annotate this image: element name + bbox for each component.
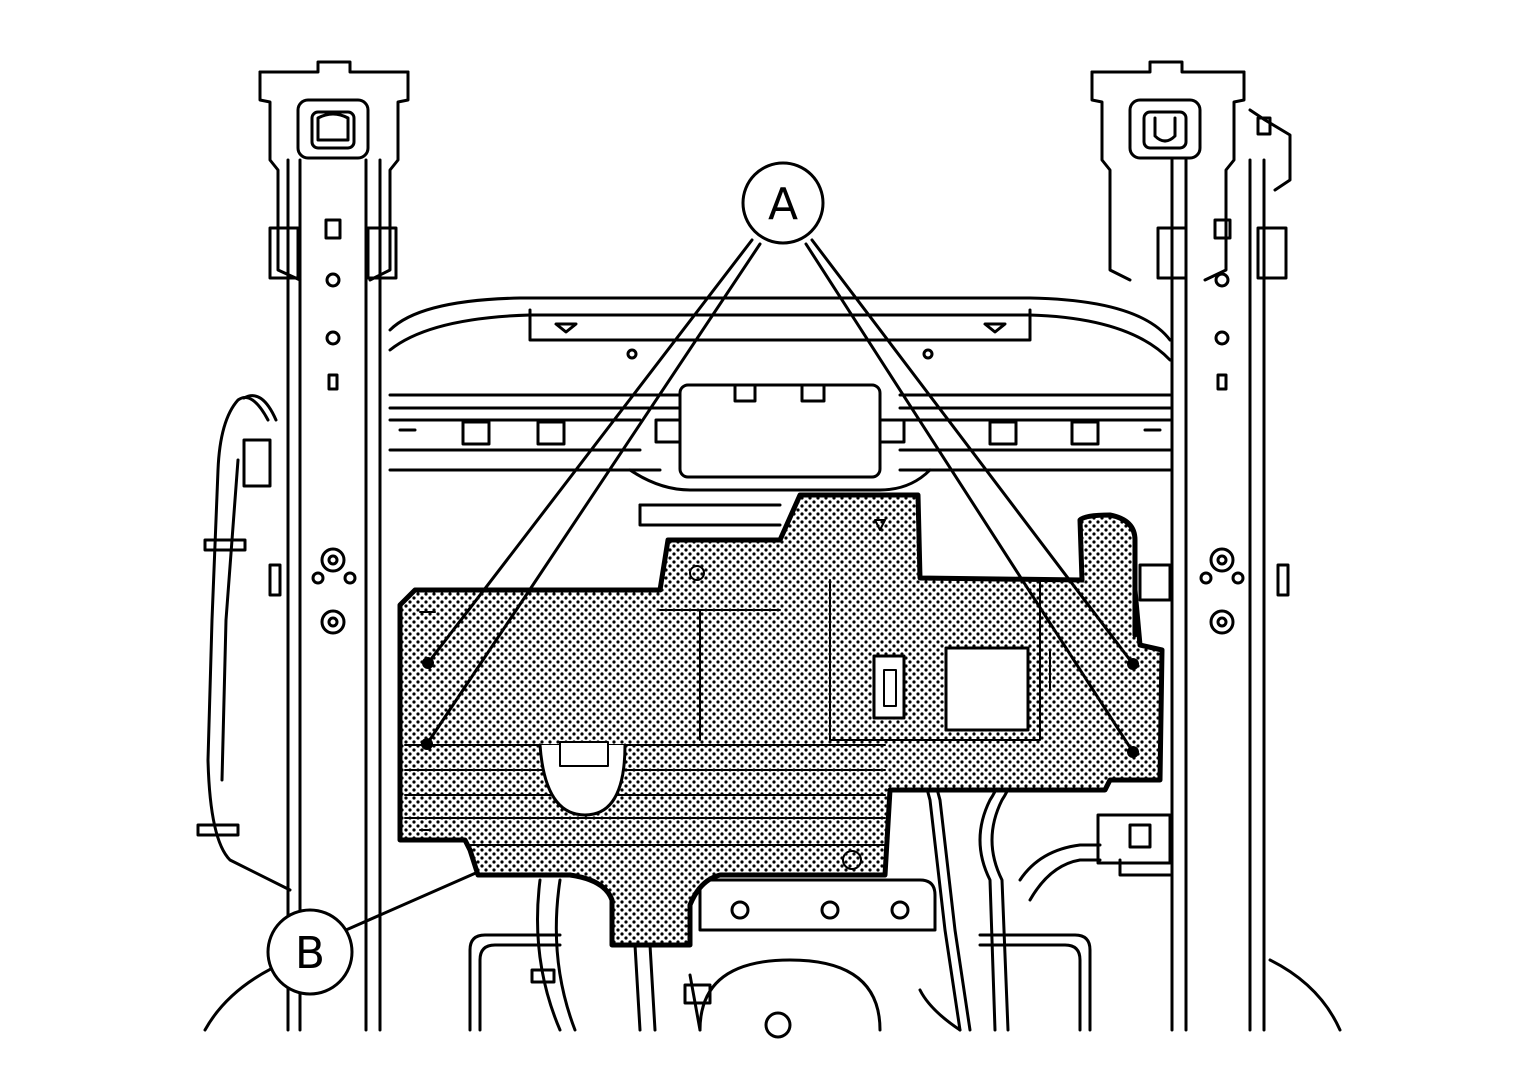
callout-b-leader [344, 870, 480, 932]
callout-a-leaders [425, 238, 1135, 754]
control-unit-cover [397, 492, 1165, 948]
upper-module [628, 383, 932, 527]
left-harness-cable [196, 394, 292, 892]
left-seat-rail [258, 60, 410, 1032]
callout-a: A [741, 161, 825, 245]
callout-b: B [266, 908, 354, 996]
right-seat-rail [1090, 60, 1292, 1032]
rear-cross-frame [388, 296, 1172, 472]
callout-a-label: A [768, 179, 798, 230]
callout-b-label: B [295, 928, 325, 979]
lower-mechanism [203, 878, 1342, 1039]
